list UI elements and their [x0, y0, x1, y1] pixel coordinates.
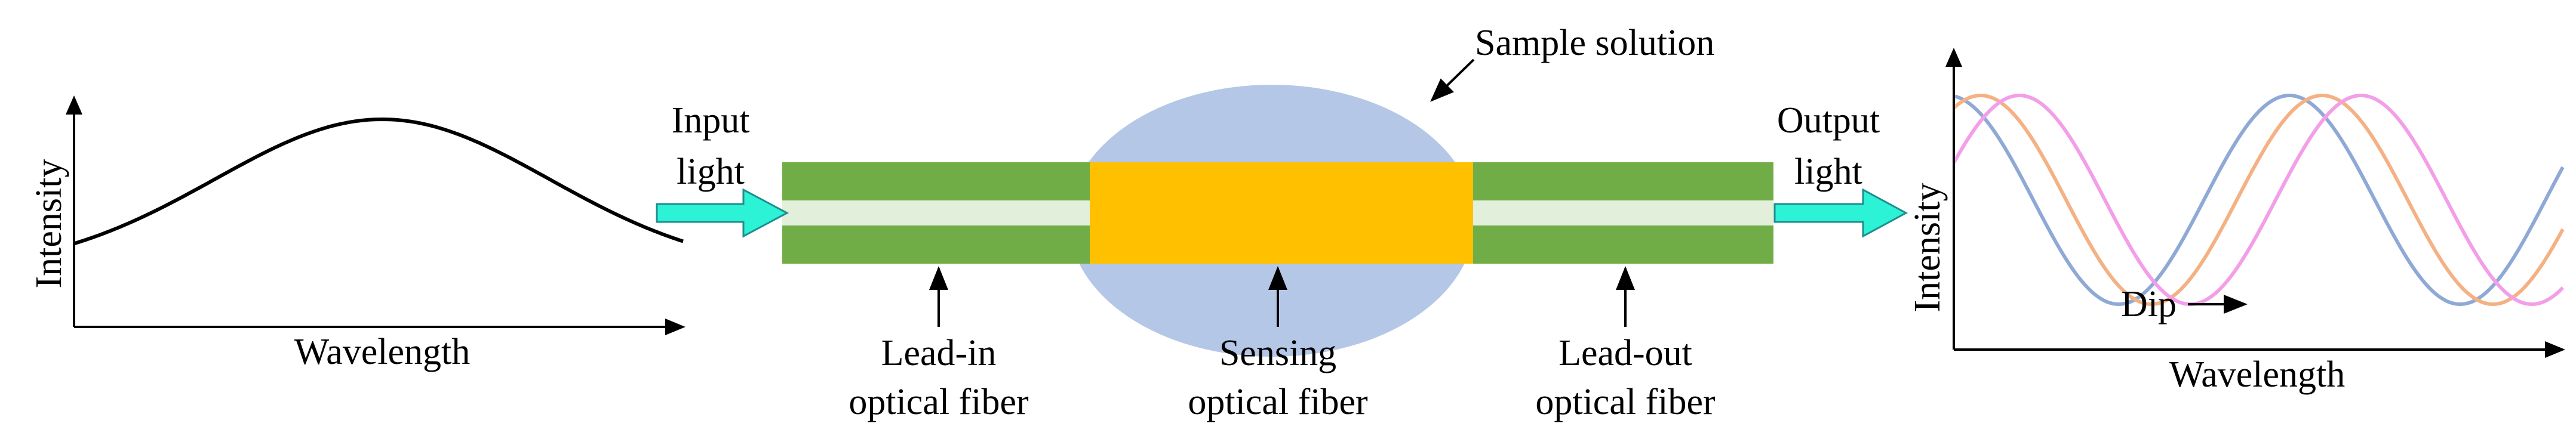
output-light-arrow — [1773, 188, 1908, 238]
left-plot-y-label: Intensity — [29, 159, 69, 289]
dip-label: Dip — [2121, 284, 2177, 325]
output-light-label-line2: light — [1794, 152, 1862, 192]
sample-solution-pointer — [1430, 58, 1475, 102]
lead-out-label-line2: optical fiber — [1535, 382, 1716, 422]
lead-out-fiber — [1473, 162, 1773, 264]
left-plot-x-arrowhead — [665, 319, 686, 335]
lead-in-fiber — [782, 162, 1090, 264]
lead-in-label-line2: optical fiber — [849, 382, 1029, 422]
left-plot-y-arrowhead — [66, 95, 82, 115]
sample-solution-label: Sample solution — [1475, 23, 1714, 63]
input-light-label-line2: light — [677, 152, 745, 192]
output-light-label-line1: Output — [1777, 100, 1880, 141]
lead-in-label-line1: Lead-in — [881, 333, 997, 373]
right-plot: Intensity Wavelength Dip — [1907, 48, 2565, 395]
source-spectrum-curve — [73, 117, 684, 246]
left-plot-x-label: Wavelength — [294, 332, 471, 372]
transmission-spectrum-3 — [1952, 94, 2565, 307]
right-plot-y-label: Intensity — [1907, 183, 1948, 313]
input-light-label-line1: Input — [672, 100, 750, 141]
right-plot-x-arrowhead — [2545, 341, 2565, 358]
input-light-arrow — [656, 188, 789, 238]
left-plot: Intensity Wavelength — [29, 95, 686, 372]
lead-in-core — [782, 200, 1090, 225]
right-plot-x-label: Wavelength — [2169, 354, 2346, 395]
sensing-label-line2: optical fiber — [1188, 382, 1368, 422]
sensing-fiber — [1090, 162, 1473, 264]
lead-out-core — [1473, 200, 1773, 225]
sensing-label-line1: Sensing — [1219, 333, 1336, 373]
transmission-spectrum-1 — [1953, 94, 2565, 307]
lead-out-label-line1: Lead-out — [1558, 333, 1692, 373]
right-plot-y-arrowhead — [1945, 48, 1962, 67]
transmission-spectrum-2 — [1953, 93, 2565, 307]
